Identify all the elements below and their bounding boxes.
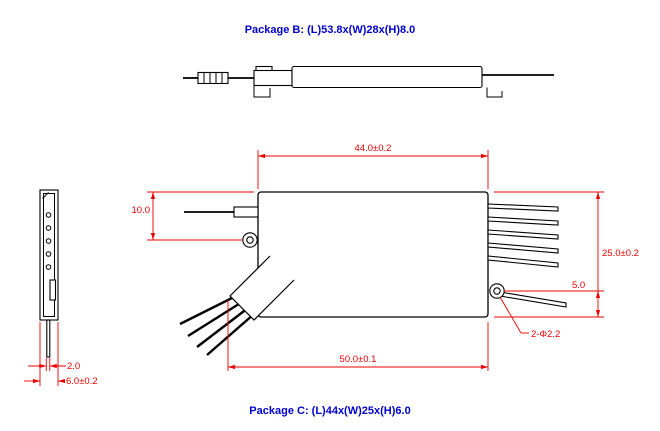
- arrowhead: [258, 153, 265, 159]
- arrowhead: [49, 363, 57, 369]
- leader-line: [499, 296, 522, 334]
- side-profile-view: [39, 189, 59, 358]
- dim-mount-holes-label: 2-Φ2.2: [531, 329, 560, 340]
- right-bracket: [486, 87, 503, 98]
- pin: [487, 216, 559, 226]
- package-b-side-view: [183, 65, 554, 98]
- pigtail-fiber: [206, 313, 255, 356]
- arrowhead: [150, 233, 156, 240]
- arrowhead: [58, 378, 65, 384]
- mount-hole-top-left: [246, 236, 254, 244]
- profile-inner: [43, 193, 55, 317]
- package-c-title: Package C: (L)44x(W)25x(H)6.0: [249, 405, 410, 417]
- arrowhead: [33, 378, 40, 384]
- package-c-top-view: [179, 191, 567, 356]
- arrowhead: [39, 363, 47, 369]
- pin: [487, 203, 559, 212]
- profile-pin: [46, 319, 51, 358]
- dim-overall-length-label: 50.0±0.1: [340, 354, 377, 365]
- dimension-side-width: 6.0±0.2: [24, 322, 98, 387]
- dim-hole-to-edge-label: 5.0: [572, 280, 585, 291]
- package-b-title: Package B: (L)53.8x(W)28x(H)8.0: [245, 24, 416, 36]
- arrowhead: [595, 310, 601, 317]
- profile-hole: [45, 212, 52, 218]
- profile-hole: [45, 264, 52, 270]
- pigtail-fiber: [196, 307, 249, 348]
- arrowhead: [150, 192, 156, 199]
- profile-tab: [49, 279, 57, 301]
- pigtail-fiber: [187, 300, 243, 338]
- profile-hole: [45, 238, 52, 244]
- dimension-overall-length: 50.0±0.1: [227, 300, 489, 371]
- arrowhead: [595, 192, 601, 199]
- sub-block: [253, 69, 293, 87]
- package-c-body: [257, 191, 489, 318]
- mount-hole-bottom-right: [493, 287, 501, 295]
- dimension-pin-thickness: 2.0: [28, 358, 80, 372]
- dim-body-length-label: 44.0±0.2: [355, 143, 392, 154]
- fiber-boot: [197, 71, 229, 85]
- arrowhead: [481, 153, 488, 159]
- pin: [487, 242, 559, 254]
- profile-hole: [45, 251, 52, 257]
- arrowhead: [481, 364, 488, 370]
- fiber-ferrule: [233, 206, 259, 218]
- dimension-mount-holes: 2-Φ2.2: [499, 296, 560, 340]
- dimension-fiber-offset: 10.0: [132, 191, 254, 241]
- dim-pin-thickness-label: 2.0: [67, 361, 80, 372]
- dim-body-width-label: 25.0±0.2: [602, 248, 639, 259]
- pigtail-fiber: [179, 294, 237, 326]
- profile-hole: [45, 225, 52, 231]
- dimension-hole-to-edge: 5.0: [504, 280, 604, 298]
- dimension-body-length: 44.0±0.2: [257, 143, 489, 189]
- left-bracket: [253, 85, 271, 98]
- dim-fiber-offset-label: 10.0: [132, 205, 151, 216]
- pin: [487, 229, 559, 240]
- pigtail-connector-block: [229, 255, 295, 321]
- profile-notch: [42, 192, 49, 199]
- dim-side-width-label: 6.0±0.2: [66, 376, 98, 387]
- pin: [487, 255, 559, 268]
- arrowhead: [595, 291, 601, 298]
- package-b-body: [291, 65, 483, 89]
- arrowhead: [228, 364, 235, 370]
